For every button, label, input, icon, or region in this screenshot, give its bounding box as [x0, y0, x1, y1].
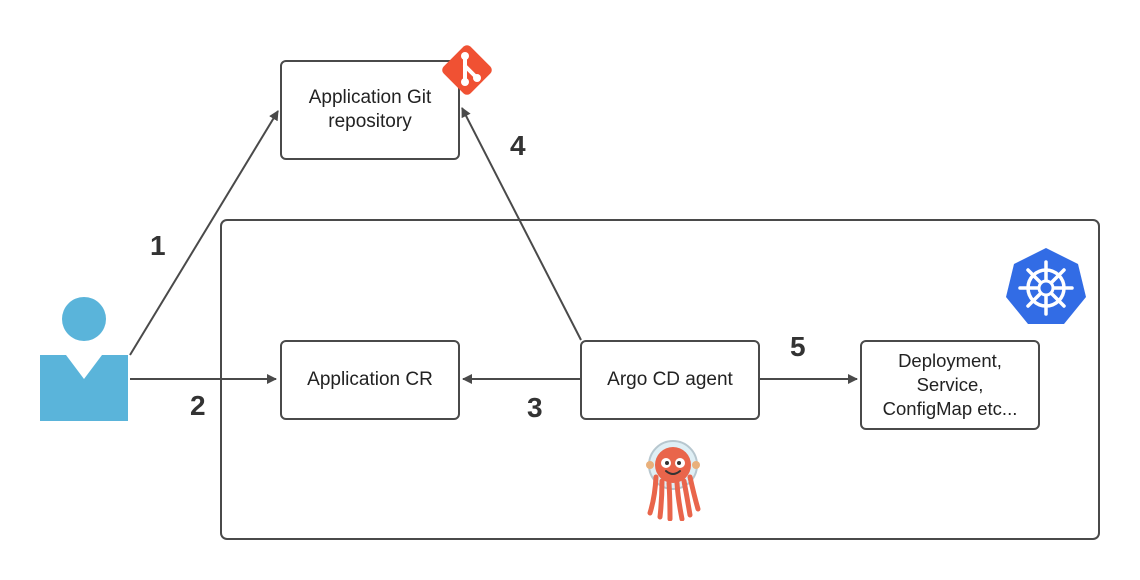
application-git-repository-node: Application Git repository: [280, 60, 460, 160]
argo-cd-agent-node: Argo CD agent: [580, 340, 760, 420]
step-label-2: 2: [190, 390, 206, 421]
kubernetes-icon: [1001, 242, 1091, 329]
step-label-3: 3: [527, 392, 543, 423]
argo-mascot-icon: [646, 440, 701, 521]
application-cr-label: Application CR: [307, 368, 433, 390]
step-label-5: 5: [790, 331, 806, 362]
step-label-4: 4: [510, 130, 526, 161]
kubernetes-resources-label: Deployment, Service, ConfigMap etc...: [882, 350, 1018, 419]
application-git-repository-label: Application Git repository: [308, 86, 432, 132]
kubernetes-resources-node: Deployment, Service, ConfigMap etc...: [860, 340, 1040, 430]
argo-cd-agent-label: Argo CD agent: [607, 368, 733, 390]
application-cr-node: Application CR: [280, 340, 460, 420]
step-label-1: 1: [150, 230, 166, 261]
git-icon: [442, 45, 492, 95]
user-icon: [40, 297, 128, 421]
